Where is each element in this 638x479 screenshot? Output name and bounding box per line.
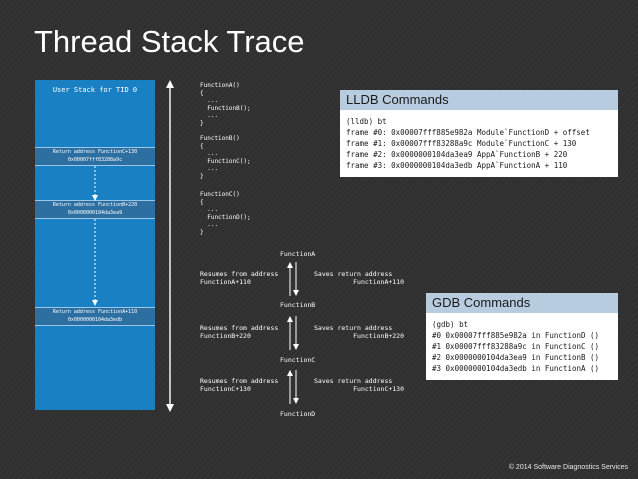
lldb-header: LLDB Commands	[340, 90, 618, 110]
gdb-header: GDB Commands	[426, 293, 618, 313]
flow-resumes-c: Resumes from address FunctionC+130	[200, 377, 279, 393]
stack-frame-address: 0x00007fff83288a9c	[67, 157, 123, 163]
stack-frame-label: Return address FunctionB+220	[52, 202, 138, 208]
page-title: Thread Stack Trace	[34, 24, 305, 59]
flow-function-a: FunctionA	[280, 250, 316, 258]
stack-growth-arrow-icon	[166, 80, 174, 412]
stack-frame-address: 0x0000000104da3edb	[67, 317, 123, 323]
lldb-body: (lldb) bt frame #0: 0x00007fff885e982a M…	[340, 110, 618, 177]
flow-saves-a: Saves return address FunctionA+110	[314, 270, 405, 286]
stack-frame-address: 0x0000000104da3ea9	[67, 210, 123, 216]
flow-function-c: FunctionC	[280, 356, 316, 364]
flow-resumes-b: Resumes from address FunctionB+220	[200, 324, 279, 340]
stack-frame-functionc: Return address FunctionC+130 0x00007fff8…	[35, 147, 155, 166]
flow-function-b: FunctionB	[280, 301, 316, 309]
stack-frame-label: Return address FunctionA+110	[52, 309, 138, 315]
flow-saves-c: Saves return address FunctionC+130	[314, 377, 405, 393]
code-functionc: FunctionC() { ... FunctionD(); ... }	[200, 191, 251, 236]
flow-saves-b: Saves return address FunctionB+220	[314, 324, 405, 340]
copyright: © 2014 Software Diagnostics Services	[508, 464, 628, 471]
stack-header: User Stack for TID 0	[52, 86, 138, 94]
code-functionb: FunctionB() { ... FunctionC(); ... }	[200, 135, 251, 180]
stack-frame-label: Return address FunctionC+130	[52, 149, 138, 155]
stack-frame-functiona: Return address FunctionA+110 0x000000010…	[35, 307, 155, 326]
user-stack-panel: User Stack for TID 0 Return address Func…	[35, 80, 155, 410]
flow-resumes-a: Resumes from address FunctionA+110	[200, 270, 279, 286]
stack-arrows	[92, 166, 98, 306]
code-functiona: FunctionA() { ... FunctionB(); ... }	[200, 82, 251, 127]
flow-arrows	[287, 262, 299, 404]
lldb-panel: LLDB Commands (lldb) bt frame #0: 0x0000…	[340, 90, 618, 177]
flow-function-d: FunctionD	[280, 410, 316, 418]
gdb-panel: GDB Commands (gdb) bt #0 0x00007fff885e9…	[426, 293, 618, 380]
gdb-body: (gdb) bt #0 0x00007fff885e982a in Functi…	[426, 313, 618, 380]
